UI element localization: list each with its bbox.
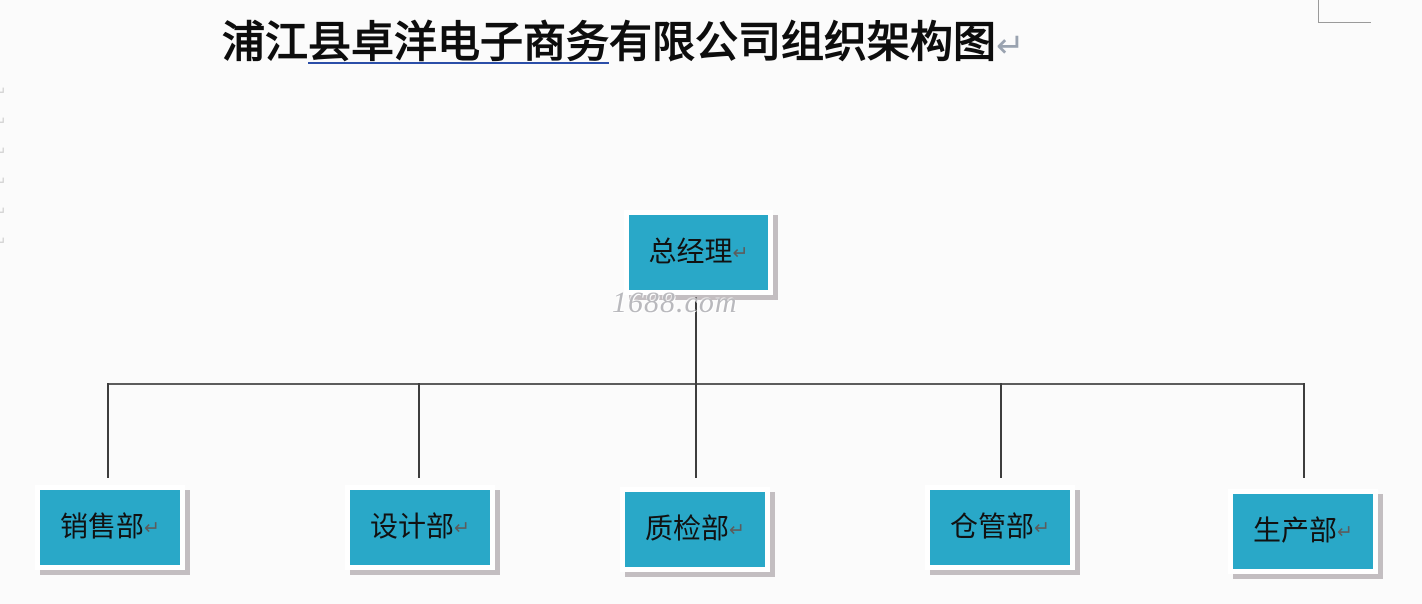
org-node-fill: 生产部↵ <box>1233 494 1373 569</box>
paragraph-mark-icon: ↵ <box>996 27 1025 65</box>
paragraph-mark-icon: ↵ <box>0 114 7 131</box>
paragraph-mark-icon: ↵ <box>0 84 7 101</box>
org-node-label-text: 质检部 <box>645 513 730 545</box>
paragraph-mark-icon: ↵ <box>144 517 160 539</box>
org-node-general-manager[interactable]: 总经理↵ <box>624 210 773 295</box>
title-underlined-span: 县卓洋电子商务 <box>308 19 609 67</box>
org-node-label: 设计部↵ <box>370 511 470 543</box>
paragraph-mark-icon: ↵ <box>0 144 7 161</box>
title-suffix: 有限公司组织架构图 <box>609 19 996 67</box>
page-corner-margin-mark <box>1318 0 1371 23</box>
paragraph-mark-icon: ↵ <box>1034 517 1050 539</box>
connector-drop-production <box>1303 383 1305 478</box>
org-node-label: 销售部↵ <box>60 511 160 543</box>
org-node-label-text: 生产部 <box>1253 515 1338 547</box>
paragraph-mark-icon: ↵ <box>0 234 7 251</box>
paragraph-mark-icon: ↵ <box>729 519 745 541</box>
connector-horizontal-bus <box>107 383 1304 385</box>
org-node-label-text: 设计部 <box>370 511 455 543</box>
left-margin-paragraph-marks: ↵ ↵ ↵ ↵ ↵ ↵ <box>0 78 22 258</box>
org-node-label: 仓管部↵ <box>950 511 1050 543</box>
connector-drop-design <box>418 383 420 478</box>
org-node-label-text: 仓管部 <box>950 511 1035 543</box>
connector-drop-sales <box>107 383 109 478</box>
org-node-design[interactable]: 设计部↵ <box>345 485 495 570</box>
paragraph-mark-icon: ↵ <box>732 242 749 264</box>
connector-drop-quality <box>695 383 697 478</box>
paragraph-mark-icon: ↵ <box>454 517 470 539</box>
org-node-label-text: 总经理 <box>648 236 733 268</box>
org-node-fill: 销售部↵ <box>40 490 180 565</box>
connector-root-stem <box>695 297 697 384</box>
org-node-fill: 仓管部↵ <box>930 490 1070 565</box>
org-node-label: 生产部↵ <box>1253 515 1353 547</box>
org-node-fill: 设计部↵ <box>350 490 490 565</box>
paragraph-mark-icon: ↵ <box>1337 521 1353 543</box>
org-node-fill: 质检部↵ <box>625 492 765 567</box>
org-node-label: 总经理↵ <box>648 236 749 268</box>
connector-drop-warehouse <box>1000 383 1002 478</box>
org-node-quality-inspection[interactable]: 质检部↵ <box>620 487 770 572</box>
org-node-label-text: 销售部 <box>60 511 145 543</box>
org-node-fill: 总经理↵ <box>629 215 768 290</box>
page-title: 浦江县卓洋电子商务有限公司组织架构图↵ <box>222 16 1025 73</box>
org-node-sales[interactable]: 销售部↵ <box>35 485 185 570</box>
title-prefix: 浦江 <box>222 19 308 67</box>
paragraph-mark-icon: ↵ <box>0 204 7 221</box>
org-node-label: 质检部↵ <box>645 513 745 545</box>
org-node-warehouse[interactable]: 仓管部↵ <box>925 485 1075 570</box>
org-node-production[interactable]: 生产部↵ <box>1228 489 1378 574</box>
paragraph-mark-icon: ↵ <box>0 174 7 191</box>
